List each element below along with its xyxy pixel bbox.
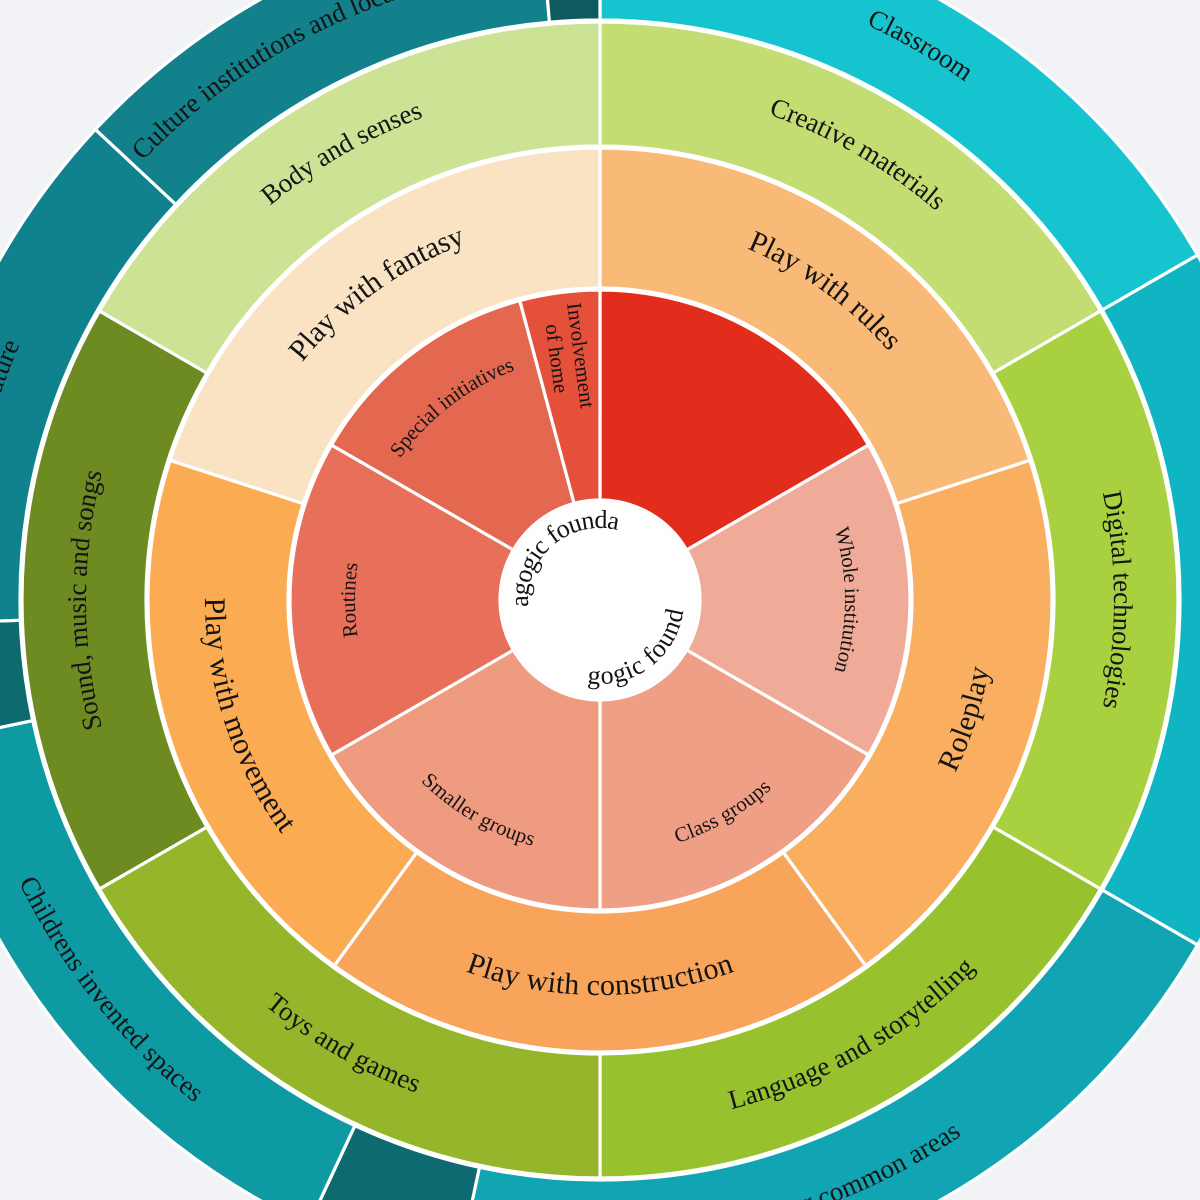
ring-4-segment[interactable] xyxy=(540,0,602,24)
ring-2-segment[interactable] xyxy=(332,850,868,1054)
ring-2-segment[interactable] xyxy=(146,458,419,968)
ring-4-segment[interactable] xyxy=(0,718,357,1200)
ring-1-segment[interactable] xyxy=(329,648,602,912)
ring-1-label: Routines xyxy=(336,561,363,639)
ring-1-segment[interactable] xyxy=(329,298,576,552)
ring-1-segment[interactable] xyxy=(518,288,602,506)
ring-1-segment[interactable] xyxy=(288,443,515,757)
ring-1-segment[interactable] xyxy=(598,648,871,912)
ring-2-segment[interactable] xyxy=(598,146,1032,506)
ring-4-segment[interactable] xyxy=(457,888,1200,1200)
ring-2-segment[interactable] xyxy=(781,458,1054,968)
ring-1-segment[interactable] xyxy=(685,443,912,757)
ring-3-segment[interactable] xyxy=(97,20,602,375)
ring-1-segment[interactable] xyxy=(598,288,871,552)
ring-2-segment[interactable] xyxy=(168,146,602,506)
ring-4-segment[interactable] xyxy=(93,0,552,207)
center-hub xyxy=(502,502,698,698)
